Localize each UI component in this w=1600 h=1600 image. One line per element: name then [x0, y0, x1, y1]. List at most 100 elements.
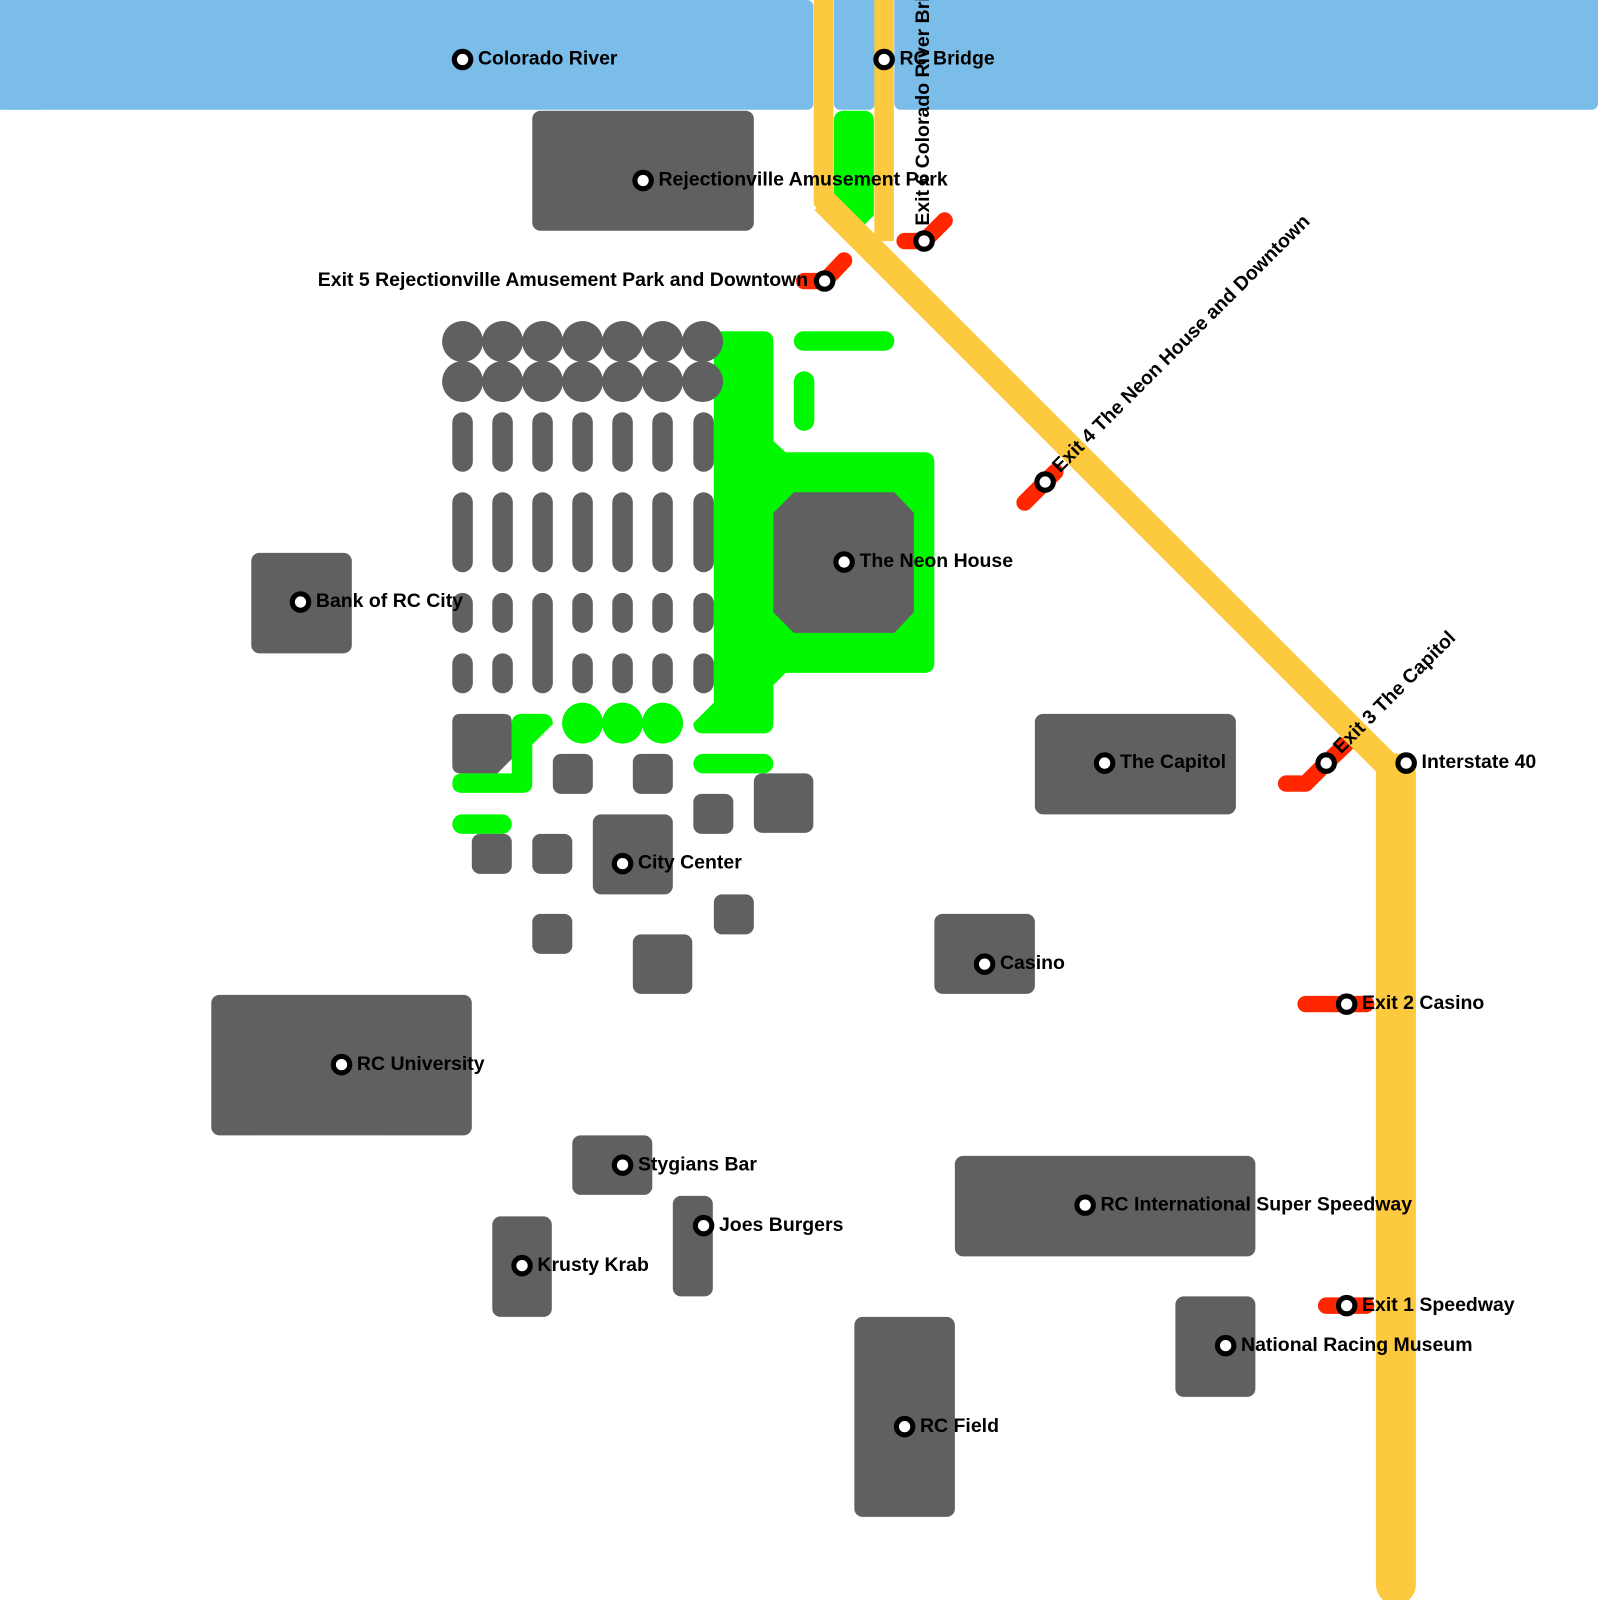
parking-pill — [572, 412, 593, 472]
rc-international-super-speedway-label: RC International Super Speedway — [1101, 1193, 1413, 1215]
building-block — [693, 793, 734, 834]
water-layer — [0, 0, 1598, 110]
exit-3-ramp[interactable] — [1277, 735, 1355, 792]
interstate-40-marker[interactable] — [1395, 752, 1417, 774]
building-block — [753, 773, 814, 833]
parking-dome — [442, 321, 484, 363]
stygians-bar-label: Stygians Bar — [638, 1153, 757, 1175]
colorado-river-label: Colorado River — [478, 48, 618, 70]
park-path — [793, 371, 815, 431]
rejectionville-amusement-park-marker[interactable] — [632, 169, 654, 192]
rc-university-marker[interactable] — [330, 1053, 353, 1076]
exit-4-marker[interactable] — [1034, 471, 1056, 493]
exit-4-label: Exit 4 The Neon House and Downtown — [1048, 210, 1314, 476]
interstate-40-diagonal[interactable] — [814, 191, 1405, 783]
parking-pill — [532, 592, 553, 694]
interstate-40-label: Interstate 40 — [1422, 751, 1537, 773]
exit-3-marker[interactable] — [1315, 752, 1337, 774]
city-center-marker[interactable] — [611, 852, 634, 875]
parking-dome — [522, 361, 564, 403]
river-segment — [0, 0, 42, 110]
parking-pill — [532, 492, 553, 573]
joes-burgers-marker[interactable] — [692, 1214, 715, 1237]
park-path — [452, 814, 512, 834]
park-path — [452, 713, 553, 793]
parking-dome — [482, 321, 524, 363]
parking-pill — [572, 653, 593, 694]
exit-2-marker[interactable] — [1335, 993, 1358, 1015]
parking-dome — [682, 361, 724, 403]
parking-pill — [452, 592, 473, 633]
exit-6-marker[interactable] — [913, 230, 935, 252]
building-block — [452, 713, 512, 774]
joes-burgers-label: Joes Burgers — [719, 1214, 844, 1236]
parking-dome — [642, 321, 684, 363]
parking-pill — [693, 592, 714, 633]
exit-3-label: Exit 3 The Capitol — [1329, 627, 1460, 758]
krusty-krab-label: Krusty Krab — [537, 1254, 649, 1276]
building-city-center — [592, 814, 673, 895]
exit-5-label: Exit 5 Rejectionville Amusement Park and… — [318, 269, 808, 291]
parking-pill — [572, 492, 593, 573]
parking-dome — [442, 361, 484, 403]
buildings-layer — [211, 110, 1256, 1517]
casino-marker[interactable] — [973, 953, 996, 975]
parking-dome — [602, 361, 644, 403]
rejectionville-amusement-park-label: Rejectionville Amusement Park — [658, 169, 947, 191]
stygians-bar-marker[interactable] — [611, 1154, 634, 1176]
bank-of-rc-city-marker[interactable] — [289, 591, 312, 613]
building-block — [632, 934, 693, 994]
building-the-capitol — [1034, 713, 1236, 815]
rc-field-marker[interactable] — [893, 1415, 916, 1438]
national-racing-museum-label: National Racing Museum — [1241, 1334, 1473, 1356]
rc-field-label: RC Field — [920, 1415, 999, 1437]
parking-dome — [682, 321, 724, 363]
the-capitol-label: The Capitol — [1120, 751, 1226, 773]
rc-international-super-speedway-marker[interactable] — [1074, 1194, 1096, 1216]
rc-university-label: RC University — [357, 1053, 485, 1075]
markers-layer — [289, 48, 1417, 1438]
park-tree — [602, 702, 644, 744]
parking-pill — [612, 653, 633, 694]
river-segment — [894, 0, 1598, 110]
building-block — [552, 753, 593, 794]
exit-6-label: Exit 6 Colorado River Bridge — [912, 0, 934, 226]
parking-dome — [562, 321, 604, 363]
parking-dome — [562, 361, 604, 403]
parking-pill — [693, 412, 714, 472]
the-capitol-marker[interactable] — [1093, 752, 1116, 774]
park-tree — [642, 702, 684, 744]
parking-pill — [652, 592, 673, 633]
parking-pill — [492, 412, 513, 472]
parking-pill — [652, 492, 673, 573]
parking-pill — [492, 653, 513, 694]
exit-5-marker[interactable] — [813, 270, 836, 292]
parking-dome — [642, 361, 684, 403]
exit-1-label: Exit 1 Speedway — [1362, 1294, 1515, 1316]
the-neon-house-marker[interactable] — [833, 551, 855, 573]
park-strip — [833, 110, 874, 226]
parking-pill — [693, 492, 714, 573]
parking-pill — [693, 653, 714, 694]
rc-bridge-marker[interactable] — [873, 48, 895, 71]
parking-dome — [522, 321, 564, 363]
park-path — [693, 753, 774, 774]
parking-dome — [602, 321, 644, 363]
parking-pill — [612, 592, 633, 633]
krusty-krab-marker[interactable] — [511, 1254, 533, 1277]
parking-pill — [612, 492, 633, 573]
parking-pill — [612, 412, 633, 472]
parking-pill — [452, 653, 473, 694]
rc-bridge-label: RC Bridge — [899, 48, 994, 70]
building-rc-international-super-speedway — [954, 1155, 1256, 1257]
park-path — [793, 331, 895, 351]
parking-pill — [492, 592, 513, 633]
parking-pill — [452, 492, 473, 573]
exit-1-marker[interactable] — [1335, 1294, 1358, 1317]
national-racing-museum-marker[interactable] — [1214, 1334, 1237, 1357]
colorado-river-marker[interactable] — [451, 48, 474, 71]
river-segment — [833, 0, 875, 110]
building-block — [632, 753, 673, 794]
